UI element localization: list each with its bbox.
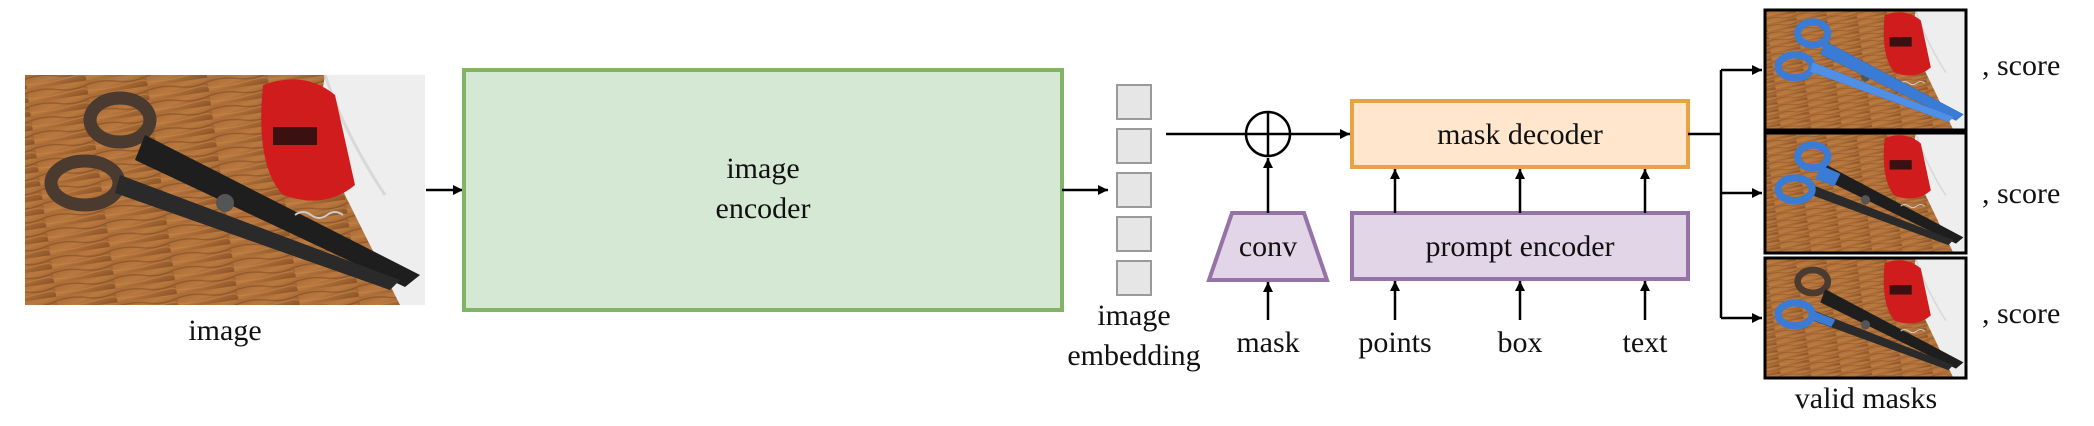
output-mask-1 xyxy=(1763,8,1968,132)
score-label-3: , score xyxy=(1982,297,2060,330)
output-mask-3 xyxy=(1763,256,1968,380)
prompt-input-text: text xyxy=(1623,326,1669,359)
image-encoder-box xyxy=(462,68,1064,312)
embedding-cell xyxy=(1116,128,1152,164)
image-encoder-label-line1: image xyxy=(726,152,799,185)
embedding-cell xyxy=(1116,84,1152,120)
prompt-input-points: points xyxy=(1358,326,1431,359)
embedding-cell xyxy=(1116,172,1152,208)
embedding-cell xyxy=(1116,260,1152,296)
valid-masks-caption: valid masks xyxy=(1795,382,1938,415)
embedding-cell xyxy=(1116,216,1152,252)
mask-input-label: mask xyxy=(1236,326,1299,359)
output-mask-2 xyxy=(1763,131,1968,255)
image-encoder-label-line2: encoder xyxy=(716,192,811,225)
input-image xyxy=(25,75,425,305)
mask-decoder-label: mask decoder xyxy=(1437,118,1603,151)
conv-block xyxy=(1206,211,1330,282)
conv-label: conv xyxy=(1239,230,1297,263)
image-embedding-label-line1: image xyxy=(1097,299,1170,332)
mask-decoder-box xyxy=(1350,99,1690,169)
sum-node xyxy=(1244,110,1292,158)
input-image-label: image xyxy=(188,314,261,347)
image-embedding-label-line2: embedding xyxy=(1067,339,1200,372)
score-label-1: , score xyxy=(1982,49,2060,82)
prompt-encoder-label: prompt encoder xyxy=(1425,230,1614,263)
image-embedding-stack xyxy=(1116,84,1152,296)
score-label-2: , score xyxy=(1982,177,2060,210)
output-branches xyxy=(1688,65,1762,323)
prompt-input-box: box xyxy=(1498,326,1543,359)
